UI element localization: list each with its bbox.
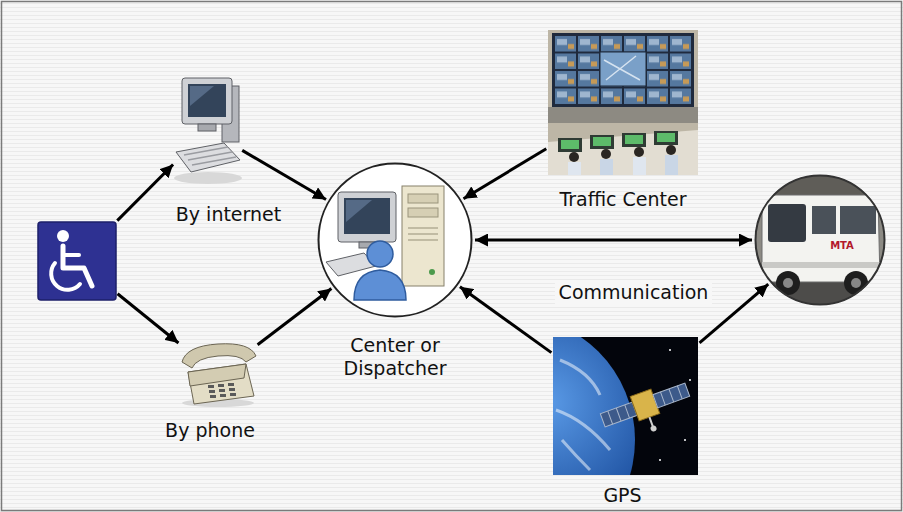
circle-border [319, 164, 472, 317]
telephone-icon [182, 344, 256, 407]
arrow-connector [117, 165, 173, 221]
node-label: By phone [165, 419, 255, 442]
arrow-connector [475, 239, 752, 242]
node-label: Center or Dispatcher [330, 334, 460, 380]
traffic-center-photo [548, 30, 698, 175]
node-label: GPS [603, 484, 641, 507]
wheelchair-symbol [38, 222, 116, 300]
gps-satellite-photo: GPS [553, 337, 698, 507]
node-label: Traffic Center [559, 188, 686, 211]
bus-photo [750, 170, 890, 312]
arrow-connector [464, 149, 547, 199]
bus-logo-text: MTA [830, 240, 854, 252]
circle-shape [317, 162, 473, 318]
arrow-connector [118, 294, 179, 343]
arrow-connector [242, 150, 326, 199]
internet-computer: By internet [131, 75, 284, 226]
gps-satellite-photo [553, 337, 698, 475]
user-wheelchair-icon [38, 222, 116, 300]
computer-icon [174, 78, 242, 184]
icon-frame [548, 30, 698, 175]
icon-frame [180, 344, 256, 406]
node-label: By internet [176, 203, 281, 226]
arrow-connector [460, 287, 551, 353]
arrow-connector [258, 289, 332, 345]
dispatch-center-circle: Center or Dispatcher [317, 162, 473, 380]
bus-circle [754, 174, 886, 306]
dispatcher-illustration [318, 163, 472, 317]
icon-frame [553, 337, 698, 475]
icon-frame [38, 222, 116, 300]
circle-border [756, 176, 885, 305]
circle-outline [317, 162, 473, 318]
circle-outline [754, 174, 886, 306]
connector-label: Communication [555, 281, 713, 304]
telephone: By phone [162, 344, 274, 442]
icon-frame [175, 75, 241, 185]
traffic-center-photo: Traffic Center [548, 30, 698, 211]
circle-shape [754, 174, 886, 306]
